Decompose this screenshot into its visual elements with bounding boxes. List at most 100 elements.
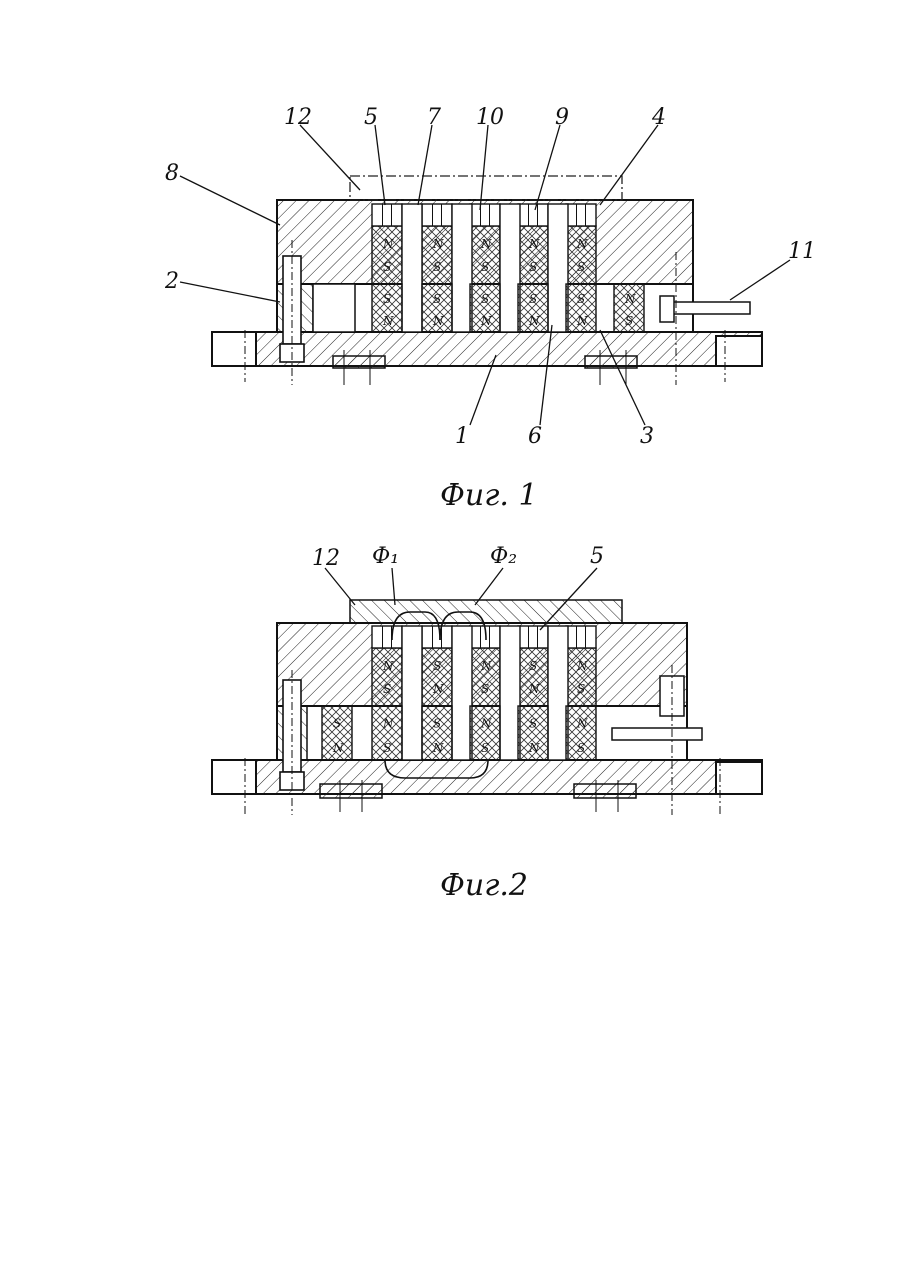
- screw-11-nut: [660, 296, 674, 322]
- pole-letter: S: [577, 682, 585, 696]
- pole-letter: S: [433, 260, 441, 274]
- base-key-left: [333, 356, 385, 368]
- label-3: 3: [640, 424, 654, 449]
- pole-letter: N: [576, 237, 588, 251]
- left-wall: [313, 284, 355, 332]
- pole-letter: S: [383, 260, 391, 274]
- label-8: 8: [165, 161, 179, 186]
- label-6: 6: [528, 424, 542, 449]
- pole-letter: N: [480, 237, 492, 251]
- upper-magnet-block: [518, 226, 548, 284]
- label-5: 5: [590, 544, 604, 569]
- upper-magnet-block: [566, 648, 596, 706]
- pole-letter: S: [481, 260, 489, 274]
- label-12: 12: [312, 546, 340, 571]
- pole-letter: S: [529, 292, 537, 306]
- workpiece: [350, 600, 622, 623]
- upper-magnet-block: [518, 648, 548, 706]
- pole-letter: N: [528, 741, 540, 755]
- pole-letter: N: [432, 741, 444, 755]
- pole-letter: N: [432, 682, 444, 696]
- spacer-bar: [402, 204, 422, 332]
- label-11: 11: [788, 239, 816, 264]
- pole-letter: N: [480, 659, 492, 673]
- pole-letter: S: [383, 292, 391, 306]
- upper-magnet-block: [372, 226, 402, 284]
- figure-2-caption: Фиг.2: [440, 868, 528, 903]
- pole-piece: [518, 204, 548, 226]
- upper-magnet-block: [566, 226, 596, 284]
- pole-letter: S: [481, 292, 489, 306]
- pole-letter: S: [481, 741, 489, 755]
- pole-letter: S: [383, 741, 391, 755]
- pole-letter: N: [432, 314, 444, 328]
- pole-letter: S: [577, 741, 585, 755]
- pole-letter: S: [577, 260, 585, 274]
- base-left-ear: [212, 760, 256, 794]
- figure-1: NSNSNSNSNSSNSNSNSNSNNS 12 5 7 10 9 4 8 2…: [164, 105, 816, 513]
- pole-piece: [470, 204, 500, 226]
- base-left-ear: [212, 332, 256, 366]
- pole-letter: S: [383, 682, 391, 696]
- spacer-bar: [402, 626, 422, 760]
- pole-letter: S: [333, 717, 341, 731]
- pole-piece: [566, 204, 596, 226]
- pole-letter: S: [433, 292, 441, 306]
- pole-letter: S: [529, 717, 537, 731]
- pole-letter: N: [382, 717, 394, 731]
- pole-letter: N: [624, 292, 636, 306]
- upper-magnet-block: [470, 226, 500, 284]
- pole-piece: [422, 204, 452, 226]
- figure-1-caption: Фиг. 1: [440, 478, 538, 513]
- spacer-bar: [548, 204, 568, 332]
- upper-magnet-block: [422, 648, 452, 706]
- pole-piece: [372, 204, 402, 226]
- label-1: 1: [455, 424, 469, 449]
- base-right-ear: [716, 762, 762, 794]
- pole-piece: [518, 626, 548, 648]
- label-phi1: Ф₁: [372, 544, 399, 569]
- pole-piece: [422, 626, 452, 648]
- pole-letter: N: [480, 717, 492, 731]
- pole-letter: S: [529, 260, 537, 274]
- label-2: 2: [164, 269, 179, 294]
- label-5: 5: [364, 105, 378, 130]
- pole-letter: N: [528, 314, 540, 328]
- pole-letter: N: [382, 659, 394, 673]
- upper-magnet-block: [470, 648, 500, 706]
- spacer-bar: [500, 204, 520, 332]
- pole-letter: N: [576, 659, 588, 673]
- pole-letter: N: [432, 237, 444, 251]
- upper-magnet-block: [422, 226, 452, 284]
- label-12: 12: [284, 105, 312, 130]
- spacer-bar: [500, 626, 520, 760]
- screw-11: [612, 728, 702, 740]
- pole-letter: N: [576, 314, 588, 328]
- pole-letter: N: [382, 237, 394, 251]
- pole-letter: S: [529, 659, 537, 673]
- pole-piece: [372, 626, 402, 648]
- screw-11: [670, 302, 750, 314]
- label-10: 10: [476, 105, 504, 130]
- pole-letter: N: [332, 741, 344, 755]
- spacer-bar: [548, 626, 568, 760]
- workpiece: [350, 176, 622, 200]
- spacer-bar: [452, 204, 472, 332]
- figure-2: NSSNNSSNNSSNNSSNNSSNNS 12 Ф₁ Ф₂ 5 Фиг.2: [212, 544, 762, 903]
- pole-letter: N: [528, 682, 540, 696]
- label-4: 4: [651, 105, 666, 130]
- pole-letter: S: [577, 292, 585, 306]
- label-9: 9: [555, 105, 569, 130]
- base-key-right: [574, 784, 636, 798]
- base-right-ear: [716, 336, 762, 366]
- spacer-bar: [452, 626, 472, 760]
- label-phi2: Ф₂: [490, 544, 517, 569]
- label-7: 7: [427, 105, 441, 130]
- pole-letter: S: [481, 682, 489, 696]
- upper-magnet-block: [372, 648, 402, 706]
- pole-piece: [566, 626, 596, 648]
- base-key-left: [320, 784, 382, 798]
- pole-letter: N: [382, 314, 394, 328]
